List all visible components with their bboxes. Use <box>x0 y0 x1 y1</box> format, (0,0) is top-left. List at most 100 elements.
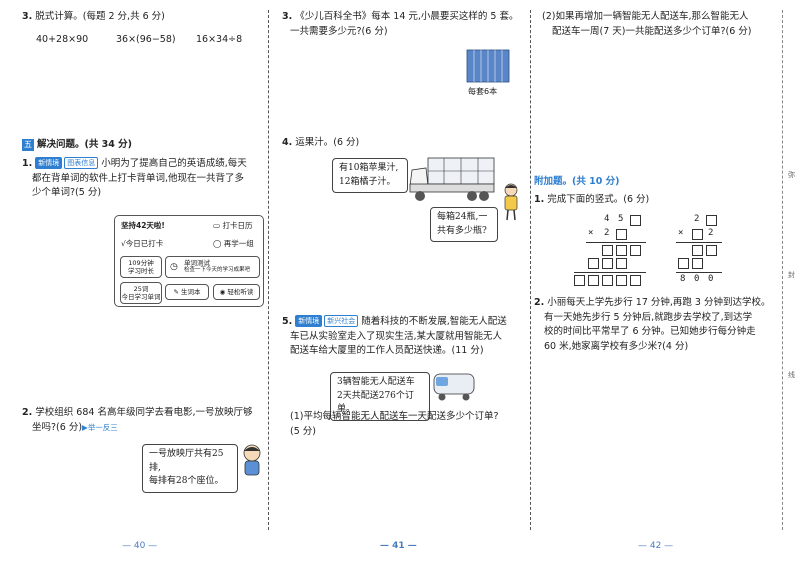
bonus-title: 附加题。(共 10 分) <box>534 175 620 190</box>
bubble-line: 每排有28个座位。 <box>149 476 224 486</box>
digit: 5 <box>618 214 624 224</box>
question-title: 完成下面的竖式。(6 分) <box>547 194 650 205</box>
question-5-part-1: (1)平均每辆智能无人配送车一天配送多少个订单? (5 分) <box>290 410 532 439</box>
question-4-juice: 4. 运果汁。(6 分) <box>282 136 359 151</box>
question-text-line: 车已从实验室走入了现实生活,某大厦就用智能无人 <box>290 330 503 342</box>
clock-icon: ◷ <box>170 262 178 272</box>
bubble-line: 每箱24瓶,一 <box>437 212 488 222</box>
answer-box[interactable] <box>692 258 703 269</box>
question-text-line: 学校组织 684 名高年级同学去看电影,一号放映厅够 <box>35 407 253 418</box>
question-text-line: 坐吗?(6 分) <box>32 421 83 433</box>
bubble-line: 3辆智能无人配送车 <box>337 377 415 387</box>
delivery-speech-bubble: 3辆智能无人配送车 2天共配送276个订单。 <box>330 372 430 421</box>
listen-read-button[interactable]: ◉ 轻松听读 <box>213 284 260 300</box>
question-5-part-2: (2)如果再增加一辆智能无人配送车,那么智能无人 配送车一周(7 天)一共能配送… <box>542 10 787 39</box>
headphone-icon: ◉ <box>219 288 226 296</box>
expression-3: 16×34÷8 <box>196 34 243 45</box>
truck-icon <box>409 157 495 201</box>
answer-box[interactable] <box>630 215 641 226</box>
bonus-title-text: 附加题。(共 10 分) <box>534 176 620 187</box>
streak-text: 坚持42天啦! <box>121 221 165 230</box>
answer-box[interactable] <box>616 229 627 240</box>
juice-speech-bubble-2: 每箱24瓶,一 共有多少瓶? <box>430 207 498 242</box>
answer-box[interactable] <box>616 258 627 269</box>
seal-char: 弥 <box>788 171 795 179</box>
question-text-line: 少个单词?(5 分) <box>32 187 102 199</box>
delivery-robot-icon <box>433 373 475 401</box>
study-time-label: 学习时长 <box>128 267 154 276</box>
column-divider <box>530 10 531 530</box>
related-practice-link[interactable]: ▶举一反三 <box>82 422 118 432</box>
seal-line <box>782 10 783 530</box>
question-number: 3. <box>22 11 33 22</box>
page-number: — 40 — <box>122 541 158 551</box>
answer-box[interactable] <box>602 245 613 256</box>
section-5-header: 五解决问题。(共 34 分) <box>22 138 132 153</box>
question-3-mental-calc: 3. 脱式计算。(每题 2 分,共 6 分) <box>22 10 267 25</box>
question-1-words: 1. 新情境图表信息小明为了提高自己的英语成绩,每天 都在背单词的软件上打卡背单… <box>22 157 270 201</box>
page-40: 3. 脱式计算。(每题 2 分,共 6 分) 40+28×90 36×(96−5… <box>0 0 270 566</box>
answer-box[interactable] <box>630 245 641 256</box>
digit: 0 <box>708 274 714 284</box>
refresh-icon: ◯ <box>213 239 222 248</box>
answer-box[interactable] <box>678 258 689 269</box>
word-test-box[interactable]: ◷ 单词测试 检查一下今天的学习成果吧 <box>165 256 260 278</box>
digit: 2 <box>708 228 714 238</box>
answer-box[interactable] <box>574 275 585 286</box>
question-number: 2. <box>534 297 545 308</box>
calc-line <box>574 272 646 273</box>
today-words-label: 今日学习单词 <box>121 293 161 302</box>
answer-box[interactable] <box>692 245 703 256</box>
question-number: 5. <box>282 316 293 327</box>
answer-box[interactable] <box>588 258 599 269</box>
question-text-line: 小丽每天上学先步行 17 分钟,再跑 3 分钟到达学校。 <box>547 297 771 308</box>
question-5-delivery: 5. 新情境新兴社会随着科技的不断发展,智能无人配送 车已从实验室走入了现实生活… <box>282 315 532 359</box>
student-avatar-icon <box>243 444 261 476</box>
seal-char: 线 <box>788 371 795 379</box>
answer-box[interactable] <box>602 275 613 286</box>
badge-new-context: 新情境 <box>35 157 63 169</box>
sub-question-line: 配送车一周(7 天)一共能配送多少个订单?(6 分) <box>552 25 752 37</box>
study-again-button[interactable]: ◯ 再学一组 <box>213 239 254 248</box>
answer-box[interactable] <box>706 215 717 226</box>
checkin-calendar[interactable]: ▭ 打卡日历 <box>213 221 253 230</box>
answer-box[interactable] <box>588 275 599 286</box>
sub-question-line: (1)平均每辆智能无人配送车一天配送多少个订单? <box>290 411 499 422</box>
digit: 2 <box>604 228 610 238</box>
calc-line <box>676 272 722 273</box>
digit: 8 <box>680 274 686 284</box>
calendar-icon: ▭ <box>213 221 221 230</box>
page-41: 3. 《少儿百科全书》每本 14 元,小晨要买这样的 5 套。 一共需要多少元?… <box>270 0 532 566</box>
bubble-line: 共有多少瓶? <box>437 225 487 236</box>
vocab-app-card: 坚持42天啦! ▭ 打卡日历 √今日已打卡 ◯ 再学一组 109分钟 学习时长 … <box>114 215 264 307</box>
question-number: 4. <box>282 137 293 148</box>
book-set-caption: 每套6本 <box>468 87 498 96</box>
question-text-line: 配送车给大厦里的工作人员配送快递。(11 分) <box>290 345 484 357</box>
question-text-line: 《少儿百科全书》每本 14 元,小晨要买这样的 5 套。 <box>295 11 519 22</box>
digit: 0 <box>694 274 700 284</box>
answer-box[interactable] <box>630 275 641 286</box>
juice-speech-bubble-1: 有10箱苹果汁, 12箱橘子汁。 <box>332 158 408 193</box>
today-words-box: 25词 今日学习单词 <box>120 282 162 304</box>
answer-box[interactable] <box>616 245 627 256</box>
pencil-icon: ✎ <box>173 288 179 296</box>
answer-box[interactable] <box>602 258 613 269</box>
expression-2: 36×(96−58) <box>116 34 176 45</box>
calc-line <box>586 242 646 243</box>
sub-question-line: (5 分) <box>290 425 316 437</box>
question-text-line: 校的时间比平常早了 6 分钟。已知她步行每分钟走 <box>544 326 756 338</box>
column-divider <box>268 10 269 530</box>
section-title: 解决问题。(共 34 分) <box>37 139 133 150</box>
question-text-line: 随着科技的不断发展,智能无人配送 <box>361 316 507 327</box>
answer-box[interactable] <box>616 275 627 286</box>
new-words-button[interactable]: ✎ 生词本 <box>165 284 209 300</box>
question-text-line: 一共需要多少元?(6 分) <box>290 25 388 37</box>
answer-box[interactable] <box>692 229 703 240</box>
question-title: 运果汁。(6 分) <box>295 137 360 148</box>
question-number: 2. <box>22 407 33 418</box>
question-number: 1. <box>22 158 33 169</box>
answer-box[interactable] <box>706 245 717 256</box>
question-3-encyclopedia: 3. 《少儿百科全书》每本 14 元,小晨要买这样的 5 套。 一共需要多少元?… <box>282 10 532 39</box>
sub-question-line: (2)如果再增加一辆智能无人配送车,那么智能无人 <box>542 11 749 22</box>
today-words-value: 25词 <box>133 285 149 293</box>
